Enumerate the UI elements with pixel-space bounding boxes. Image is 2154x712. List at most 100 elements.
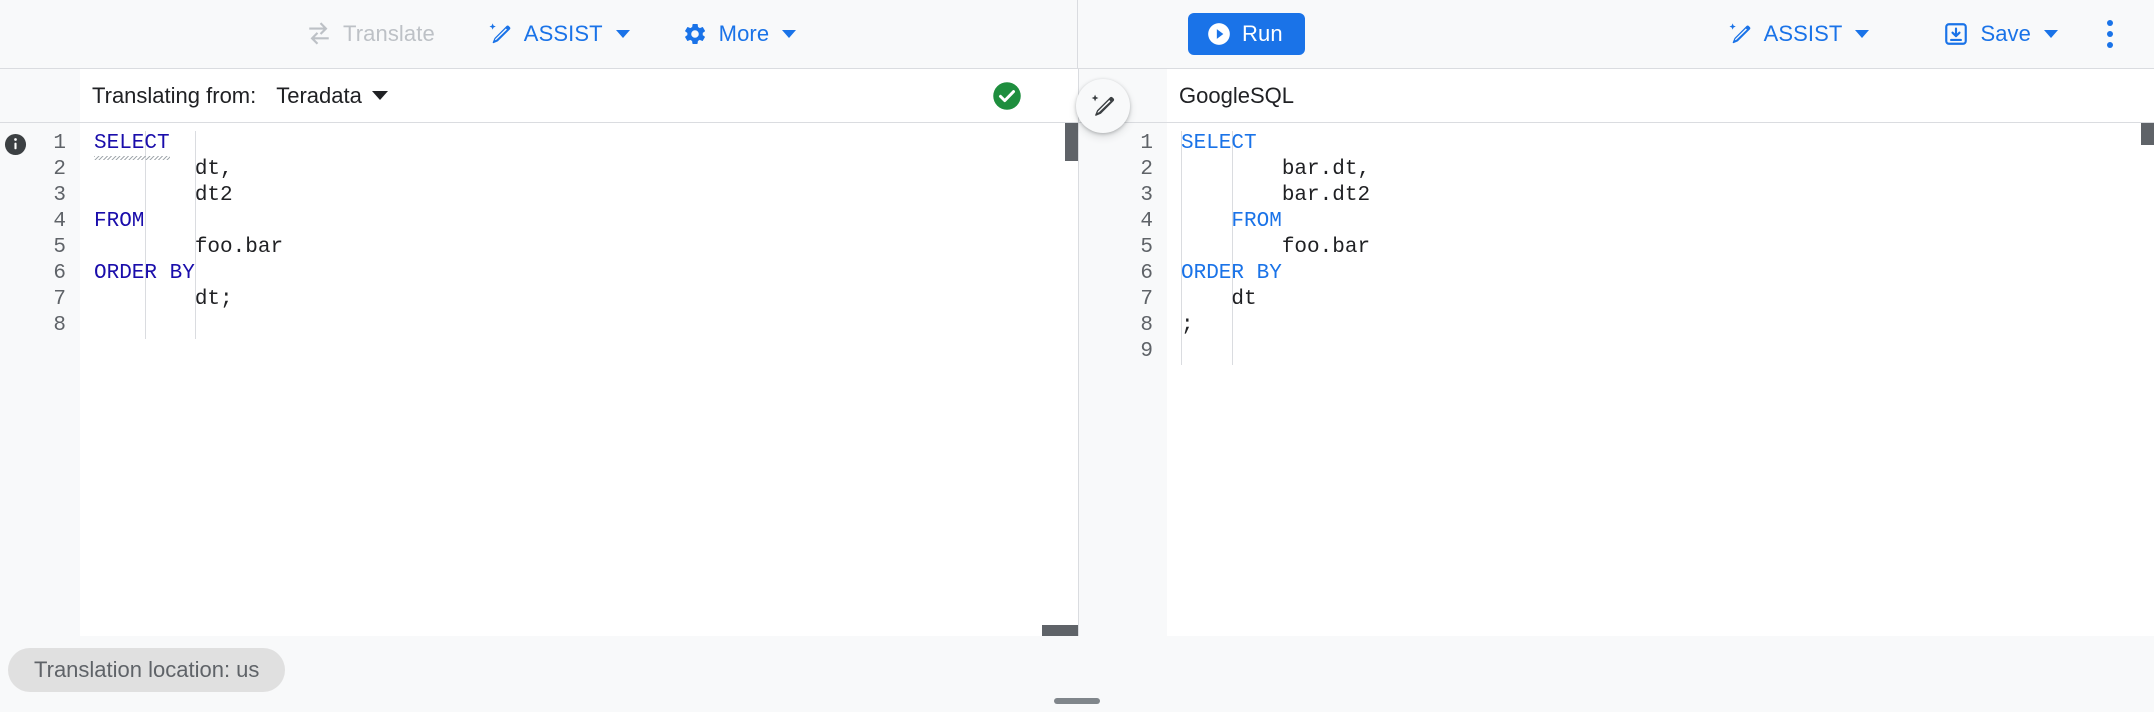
run-button[interactable]: Run (1188, 13, 1305, 55)
code-line: SELECT (1181, 131, 2154, 157)
indent-guide (144, 131, 146, 339)
kebab-dot (2107, 42, 2113, 48)
chevron-down-icon (2044, 30, 2058, 38)
source-info-rail (0, 123, 30, 636)
code-line (94, 313, 1078, 339)
code-token: dt, (194, 158, 233, 181)
line-number: 4 (1140, 210, 1153, 233)
code-line: bar.dt, (1181, 157, 2154, 183)
translate-button[interactable]: Translate (298, 15, 443, 53)
save-button-label: Save (1980, 21, 2031, 46)
code-line: FROM (1181, 209, 2154, 235)
gear-icon (682, 21, 708, 47)
assist-button-left[interactable]: ASSIST (479, 15, 638, 53)
code-line: dt; (94, 287, 1078, 313)
footer-status-bar: Translation location: us (0, 636, 2154, 712)
code-line: dt (1181, 287, 2154, 313)
status-badge (992, 81, 1022, 111)
line-number: 3 (53, 184, 66, 207)
line-number: 5 (1140, 236, 1153, 259)
source-language-dropdown[interactable]: Teradata (272, 79, 392, 113)
indent-guide (195, 131, 197, 339)
line-number: 4 (53, 210, 66, 233)
code-token: foo.bar (1281, 236, 1371, 259)
assist-rewrite-fab[interactable] (1076, 79, 1130, 133)
code-line: FROM (94, 209, 1078, 235)
code-token: ; (1181, 314, 1194, 337)
toolbar: Translate ASSIST More (0, 0, 2154, 69)
code-line: ORDER BY (94, 261, 1078, 287)
chevron-down-icon (615, 30, 630, 38)
target-language-label: GoogleSQL (1179, 82, 1294, 108)
source-pane-header: Translating from: Teradata (0, 69, 1078, 123)
code-line: ; (1181, 313, 2154, 339)
magic-wand-edit-icon (1091, 94, 1115, 116)
source-horizontal-scrollbar-thumb[interactable] (1042, 625, 1078, 636)
kebab-dot (2107, 20, 2113, 26)
magic-wand-icon (487, 21, 513, 47)
indent-guide (1231, 131, 1233, 365)
footer-divider (0, 636, 2154, 637)
code-line: dt, (94, 157, 1078, 183)
code-token: FROM (1231, 210, 1282, 233)
line-number: 7 (53, 288, 66, 311)
info-icon[interactable] (4, 133, 27, 156)
code-token: foo.bar (194, 236, 284, 259)
gutter-header-spacer (0, 69, 80, 122)
chevron-down-icon (1855, 30, 1870, 38)
chevron-down-icon (782, 30, 797, 38)
code-line: ORDER BY (1181, 261, 2154, 287)
code-token: bar.dt2 (1281, 184, 1371, 207)
code-line: foo.bar (94, 235, 1078, 261)
line-number: 9 (1140, 340, 1153, 363)
translate-button-label: Translate (343, 21, 435, 46)
resize-handle[interactable] (1054, 698, 1100, 704)
line-number: 3 (1140, 184, 1153, 207)
code-line: foo.bar (1181, 235, 2154, 261)
source-vertical-scrollbar-thumb[interactable] (1065, 123, 1078, 161)
target-pane-header-inner: GoogleSQL (1167, 69, 2154, 122)
translation-location-chip: Translation location: us (8, 648, 286, 692)
code-token: ORDER BY (94, 262, 195, 285)
kebab-dot (2107, 31, 2113, 37)
save-button[interactable]: Save (1935, 15, 2066, 53)
code-token: dt; (194, 288, 233, 311)
toolbar-left-group: Translate ASSIST More (0, 0, 1078, 68)
line-number: 8 (53, 314, 66, 337)
code-line: bar.dt2 (1181, 183, 2154, 209)
check-circle-icon (993, 81, 1021, 110)
line-number: 6 (53, 262, 66, 285)
assist-button-right[interactable]: ASSIST (1719, 15, 1878, 53)
line-number: 1 (1140, 132, 1153, 155)
assist-button-right-label: ASSIST (1763, 21, 1843, 46)
chevron-down-icon (371, 91, 388, 100)
play-circle-icon (1206, 21, 1232, 47)
assist-button-left-label: ASSIST (523, 21, 603, 46)
line-number: 1 (53, 132, 66, 155)
more-vert-icon[interactable] (2092, 12, 2128, 56)
line-number: 8 (1140, 314, 1153, 337)
more-button[interactable]: More (674, 15, 805, 53)
code-token: SELECT (1181, 132, 1257, 155)
code-line (1181, 339, 2154, 365)
code-token: bar.dt, (1281, 158, 1371, 181)
save-download-icon (1943, 21, 1969, 47)
line-number: 5 (53, 236, 66, 259)
indent-guide (1181, 131, 1182, 365)
source-pane: Translating from: Teradata (0, 69, 1079, 636)
source-pane-header-inner: Translating from: Teradata (80, 69, 1078, 122)
code-token: dt (1231, 288, 1257, 311)
target-vertical-scrollbar-thumb[interactable] (2141, 123, 2154, 145)
code-line: SELECT (94, 131, 1078, 160)
code-line: dt2 (94, 183, 1078, 209)
run-button-label: Run (1242, 21, 1283, 46)
more-button-label: More (718, 21, 770, 46)
